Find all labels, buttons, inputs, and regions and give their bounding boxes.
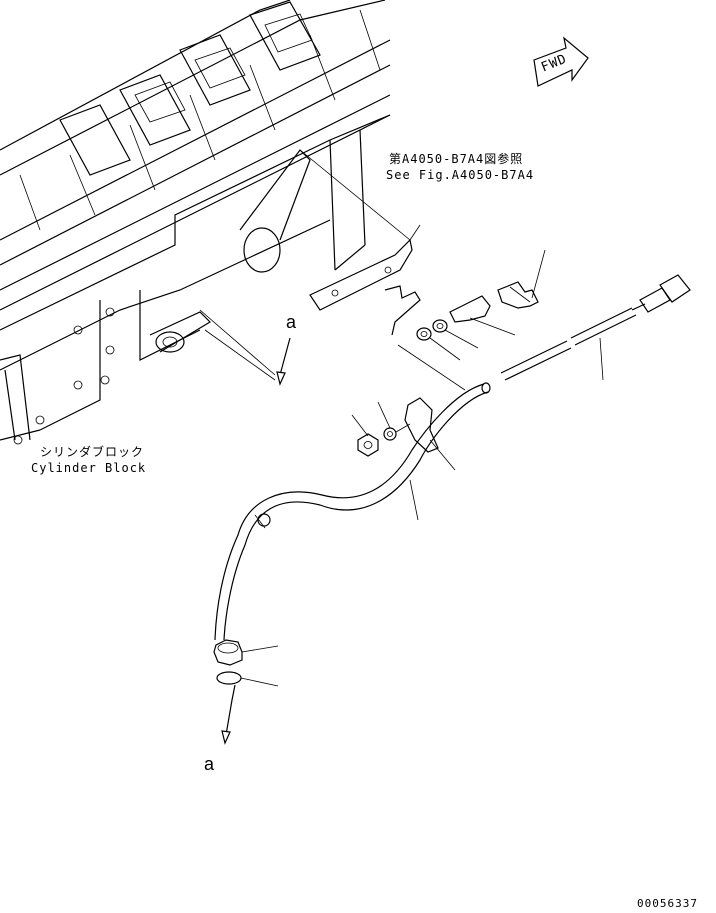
callout-letter-bottom: a: [204, 754, 215, 774]
bolt-upper: [497, 249, 546, 309]
guide-pipe: [214, 344, 491, 641]
callout-arrow-bottom: [221, 684, 236, 745]
nut-lower: [213, 639, 279, 666]
o-ring: [216, 671, 279, 687]
cylinder-block-label-ja: シリンダブロック: [40, 445, 145, 459]
cylinder-block-label-en: Cylinder Block: [31, 461, 147, 475]
callout-letter-top: a: [286, 312, 297, 332]
nut-clamp: [351, 414, 379, 457]
bolt-lower: [449, 295, 516, 336]
bracket: [299, 149, 421, 336]
fwd-arrow: [533, 36, 589, 87]
drawing-number: 00056337: [637, 897, 698, 910]
washer-pipe: [416, 327, 461, 361]
cylinder-block: [0, 0, 391, 445]
washer-clamp: [377, 401, 411, 441]
reference-label-en: See Fig.A4050-B7A4: [386, 168, 535, 182]
reference-label-ja: 第A4050-B7A4図参照: [389, 152, 524, 166]
dipstick: [500, 274, 691, 381]
callout-arrow-top: [276, 337, 291, 386]
washer-lower: [432, 319, 479, 349]
